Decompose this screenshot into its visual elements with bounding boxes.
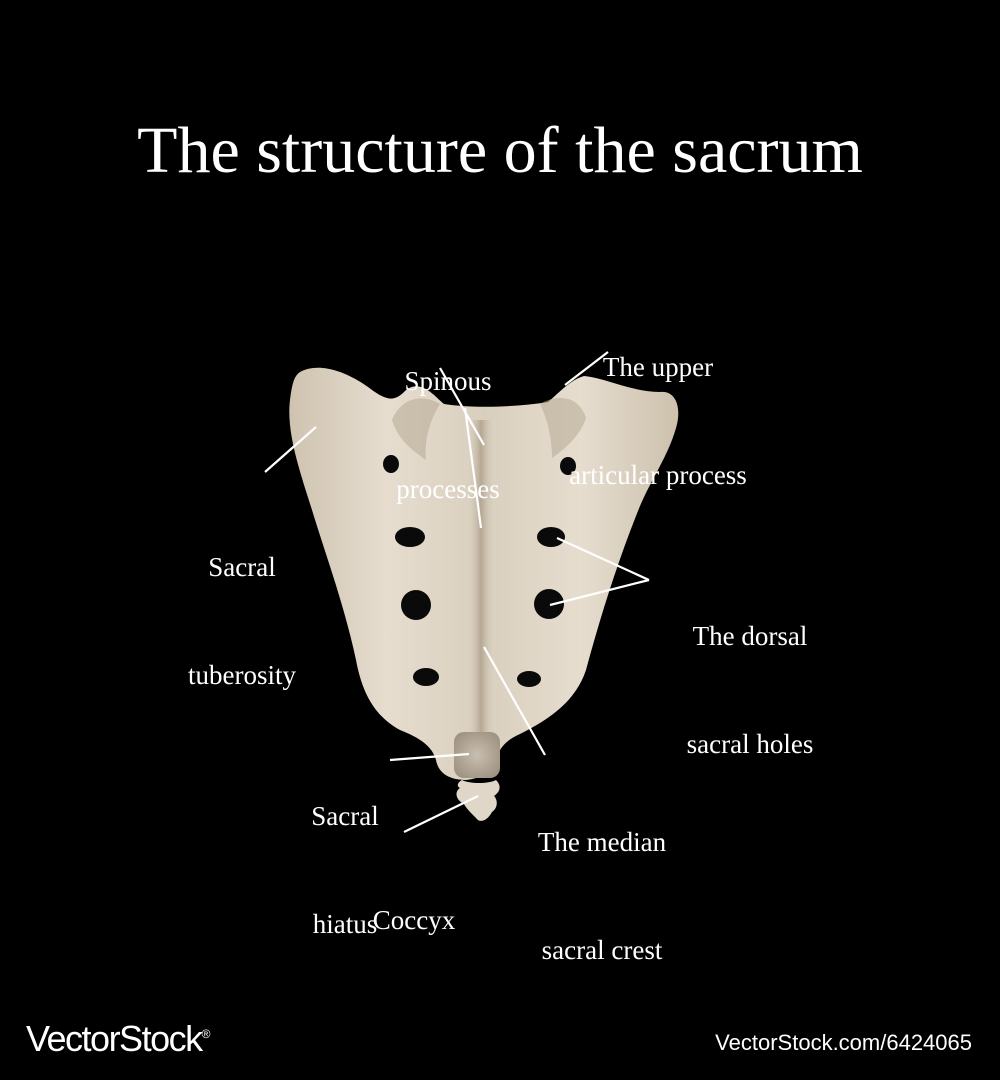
leader-coccyx	[403, 795, 479, 833]
dorsal-hole-left-1	[383, 455, 399, 473]
leader-sacral-tuberosity	[264, 426, 317, 473]
label-spinous-processes: Spinous processes	[396, 366, 500, 504]
label-coccyx: Coccyx	[372, 905, 456, 935]
median-crest-shading	[466, 420, 496, 750]
label-sacral-hiatus: Sacral hiatus	[311, 801, 379, 939]
diagram-canvas: The structure of the sacrum	[137, 114, 863, 965]
left-articular-shading	[392, 398, 440, 460]
label-upper-articular-process: The upper articular process	[569, 352, 747, 490]
right-articular-shading	[540, 397, 586, 458]
coccyx-shape	[456, 780, 500, 821]
dorsal-hole-left-3	[401, 590, 431, 620]
sacrum-illustration	[264, 351, 679, 833]
leader-median-crest	[483, 646, 546, 756]
watermark-footer	[0, 1000, 1000, 1080]
dorsal-hole-left-4	[413, 668, 439, 686]
leader-dorsal-holes-1	[556, 536, 650, 582]
dorsal-hole-right-2	[537, 527, 565, 547]
leader-spinous-processes-2	[463, 407, 483, 529]
leader-spinous-processes	[439, 367, 485, 446]
label-median-sacral-crest: The median sacral crest	[537, 827, 667, 965]
leader-sacral-hiatus	[389, 752, 470, 762]
leader-dorsal-holes-2	[549, 578, 650, 607]
label-dorsal-sacral-holes: The dorsal sacral holes	[686, 621, 814, 759]
stock-id: VectorStock.com/6424065	[715, 1030, 972, 1055]
dorsal-hole-right-3	[534, 589, 564, 619]
dorsal-hole-left-2	[395, 527, 425, 547]
label-sacral-tuberosity: Sacral tuberosity	[188, 552, 296, 690]
leader-upper-articular	[564, 351, 609, 386]
dorsal-hole-right-1	[560, 457, 576, 475]
leader-lines	[264, 351, 650, 833]
dorsal-hole-right-4	[517, 671, 541, 687]
sacral-hiatus-shape	[454, 732, 500, 778]
diagram-title: The structure of the sacrum	[137, 114, 863, 187]
vectorstock-logo: VectorStock®	[26, 1018, 211, 1059]
